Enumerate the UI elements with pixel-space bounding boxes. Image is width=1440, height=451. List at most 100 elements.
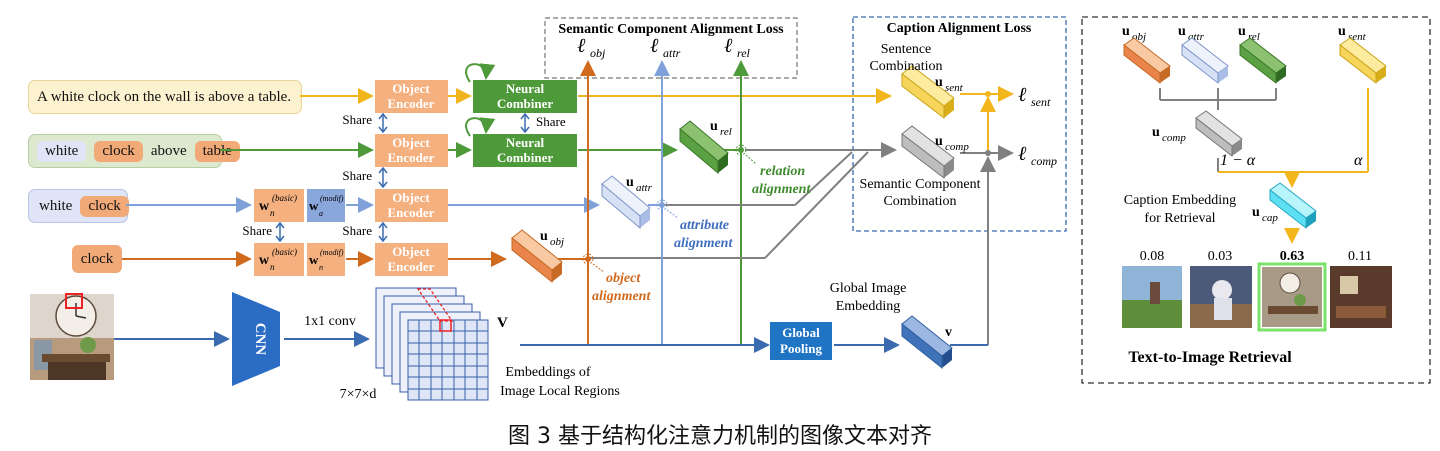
svg-text:Encoder: Encoder [388, 205, 435, 220]
sentence-comb-l1: Sentence [881, 42, 932, 57]
relation-word-above: above [150, 142, 187, 159]
candidate-image-2 [1190, 266, 1252, 328]
object-alignment-l1: object [606, 271, 641, 286]
svg-text:Combiner: Combiner [497, 150, 554, 165]
svg-text:Object: Object [392, 190, 430, 205]
svg-text:Pooling: Pooling [780, 341, 822, 356]
score-1: 0.08 [1140, 249, 1165, 264]
share-encoders-2: Share [342, 166, 388, 189]
svg-text:rel: rel [720, 126, 732, 138]
loss-sent-sub: sent [1031, 95, 1051, 109]
svg-text:Object: Object [392, 244, 430, 259]
svg-text:ℓ: ℓ [1018, 84, 1027, 106]
svg-text:Encoder: Encoder [388, 96, 435, 111]
svg-text:u: u [540, 229, 548, 244]
svg-text:w: w [259, 199, 270, 214]
candidate-image-3 [1257, 262, 1327, 332]
relation-word-white: white [37, 140, 87, 162]
svg-text:Share: Share [242, 223, 272, 238]
embeddings-local-l1: Embeddings of [505, 365, 590, 380]
loss-attr-sub: attr [663, 46, 681, 60]
feature-dims: 7×7×d [340, 387, 377, 402]
ret-u-cap: u cap [1252, 182, 1317, 230]
svg-text:u: u [1252, 205, 1260, 220]
svg-text:u: u [1178, 24, 1186, 39]
sentence-comb-l2: Combination [869, 59, 942, 74]
relation-input-box: white clock above table [28, 134, 240, 168]
svg-text:obj: obj [550, 236, 564, 248]
ret-u-comp: u comp [1152, 110, 1243, 158]
share-encoders-3: Share [342, 221, 388, 243]
relation-alignment-l2: alignment [752, 182, 811, 197]
relation-word-clock: clock [94, 140, 143, 162]
loss-rel-sub: rel [737, 46, 751, 60]
svg-text:n: n [319, 263, 323, 272]
attribute-word-white: white [39, 197, 73, 214]
attribute-alignment-l1: attribute [680, 218, 729, 233]
svg-text:n: n [270, 208, 275, 218]
relation-word-table: table [194, 140, 240, 162]
svg-text:Object: Object [392, 81, 430, 96]
svg-text:(modif): (modif) [320, 194, 344, 203]
object-encoder-2: Object Encoder [375, 134, 448, 167]
u-sent-block: u sent [901, 65, 964, 120]
object-input-box: clock [72, 245, 122, 273]
alpha: α [1354, 152, 1363, 169]
svg-text:u: u [1338, 24, 1346, 39]
loss-comp-sub: comp [1031, 154, 1057, 168]
svg-text:u: u [935, 134, 943, 149]
candidate-image-1 [1122, 266, 1182, 328]
object-encoder-3: Object Encoder [375, 189, 448, 222]
svg-text:Share: Share [342, 112, 372, 127]
object-alignment-l2: alignment [592, 289, 651, 304]
caption-embed-l1: Caption Embedding [1124, 193, 1236, 208]
svg-text:(modif): (modif) [320, 248, 344, 257]
input-image [30, 293, 114, 380]
svg-text:ℓ: ℓ [1018, 143, 1027, 165]
w-basic-attr: w n (basic) [254, 189, 304, 222]
svg-text:Object: Object [392, 135, 430, 150]
candidate-image-4 [1330, 266, 1392, 328]
caption-loss-box [852, 16, 1067, 232]
svg-text:Global: Global [782, 325, 820, 340]
w-basic-obj: w n (basic) [254, 243, 304, 276]
attribute-input-box: white clock [28, 189, 129, 223]
ret-u-sent: u sent [1338, 24, 1387, 85]
svg-text:ℓ: ℓ [724, 35, 733, 57]
global-image-embedding-l2: Embedding [836, 299, 901, 314]
semantic-comb-l2: Combination [883, 194, 956, 209]
ret-merge-lines [1159, 88, 1277, 110]
svg-text:ℓ: ℓ [577, 35, 586, 57]
u-rel-block: u rel [679, 119, 732, 175]
share-w: Share [242, 221, 285, 243]
svg-text:Share: Share [342, 168, 372, 183]
loss-comp: ℓ comp [1018, 143, 1057, 168]
caption-loss-title: Caption Alignment Loss [887, 21, 1032, 36]
svg-text:u: u [1152, 125, 1160, 140]
svg-text:u: u [935, 75, 943, 90]
v-block: v [901, 315, 953, 370]
loss-obj: ℓ obj [577, 35, 606, 60]
svg-text:w: w [309, 198, 319, 213]
svg-text:rel: rel [1248, 31, 1260, 43]
embeddings-local-l2: Image Local Regions [500, 384, 620, 399]
svg-text:Neural: Neural [506, 81, 545, 96]
w-modif-attr: w a (modif) [307, 189, 345, 222]
share-combiners: Share [520, 112, 566, 134]
loss-obj-sub: obj [590, 46, 606, 60]
ret-u-obj: u obj [1122, 24, 1171, 85]
svg-text:a: a [319, 209, 323, 218]
svg-text:sent: sent [945, 82, 964, 94]
w-modif-obj: w n (modif) [307, 243, 345, 276]
V-label: V [497, 315, 508, 331]
semantic-comb-l1: Semantic Component [860, 177, 981, 192]
svg-text:comp: comp [1162, 132, 1186, 144]
cnn-block: CNN [232, 292, 280, 386]
svg-text:comp: comp [945, 141, 969, 153]
feature-map-stack [375, 287, 489, 401]
svg-text:u: u [1122, 24, 1130, 39]
attribute-word-clock: clock [80, 195, 129, 217]
one-minus-alpha: 1 − α [1220, 152, 1256, 169]
sentence-text: A white clock on the wall is above a tab… [37, 88, 292, 105]
ret-u-attr: u attr [1178, 24, 1229, 85]
